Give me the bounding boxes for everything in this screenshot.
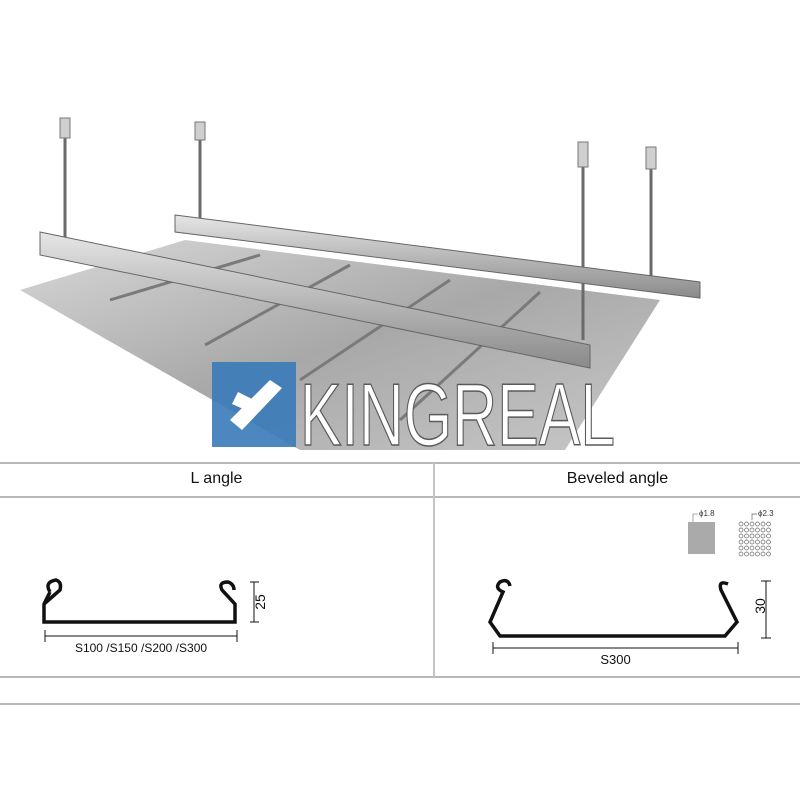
hole-diameter-large: ϕ2.3	[758, 509, 774, 518]
hole	[749, 551, 755, 557]
hole	[744, 551, 749, 557]
hole	[738, 545, 744, 551]
hole	[744, 545, 749, 551]
footer-line	[0, 703, 800, 705]
hole	[760, 539, 766, 545]
hole	[755, 521, 760, 527]
beveled-angle-profile	[488, 578, 740, 638]
beveled-angle-header: Beveled angle	[566, 470, 669, 487]
hole	[760, 521, 766, 527]
l-angle-height-label: 25	[251, 594, 268, 610]
hole	[749, 521, 755, 527]
beveled-angle-width-label: S300	[600, 652, 631, 667]
hole-diameter-small: ϕ1.8	[699, 509, 715, 518]
hole	[766, 545, 771, 551]
hole	[738, 521, 744, 527]
hole	[738, 539, 744, 545]
l-angle-header: L angle	[190, 470, 243, 487]
beveled-angle-height-label: 30	[751, 598, 768, 614]
table-header-border	[0, 496, 800, 498]
hole	[749, 545, 755, 551]
hole	[755, 539, 760, 545]
hole	[744, 533, 749, 539]
hole	[749, 539, 755, 545]
hole	[766, 533, 771, 539]
hole	[749, 533, 755, 539]
logo: KINGREAL	[212, 362, 616, 460]
ceiling-system-illustration: KINGREAL	[20, 117, 701, 460]
hole	[766, 521, 771, 527]
hole	[766, 527, 771, 533]
hole	[755, 527, 760, 533]
hole-pattern-large	[738, 513, 771, 557]
hole	[738, 551, 744, 557]
hole	[755, 533, 760, 539]
hole	[755, 545, 760, 551]
logo-text: KINGREAL	[300, 365, 615, 460]
hole	[766, 539, 771, 545]
hole-pattern-small	[688, 513, 715, 554]
beveled-angle-dimensions	[492, 580, 771, 654]
hole	[766, 551, 771, 557]
l-angle-dimensions	[44, 581, 259, 642]
l-angle-width-label: S100 /S150 /S200 /S300	[74, 641, 208, 655]
hole	[755, 551, 760, 557]
strip-panels	[20, 240, 660, 450]
hole	[760, 527, 766, 533]
hole	[738, 527, 744, 533]
hole	[760, 533, 766, 539]
table-bottom-border	[0, 676, 800, 678]
hole	[749, 527, 755, 533]
hole	[760, 545, 766, 551]
front-main-rail	[39, 231, 591, 369]
hole	[760, 551, 766, 557]
table-top-border	[0, 462, 800, 464]
l-angle-profile	[42, 578, 237, 624]
hole	[744, 539, 749, 545]
hole	[744, 521, 749, 527]
hole	[744, 527, 749, 533]
hole	[738, 533, 744, 539]
column-divider	[433, 463, 435, 677]
back-main-rail	[174, 214, 701, 299]
